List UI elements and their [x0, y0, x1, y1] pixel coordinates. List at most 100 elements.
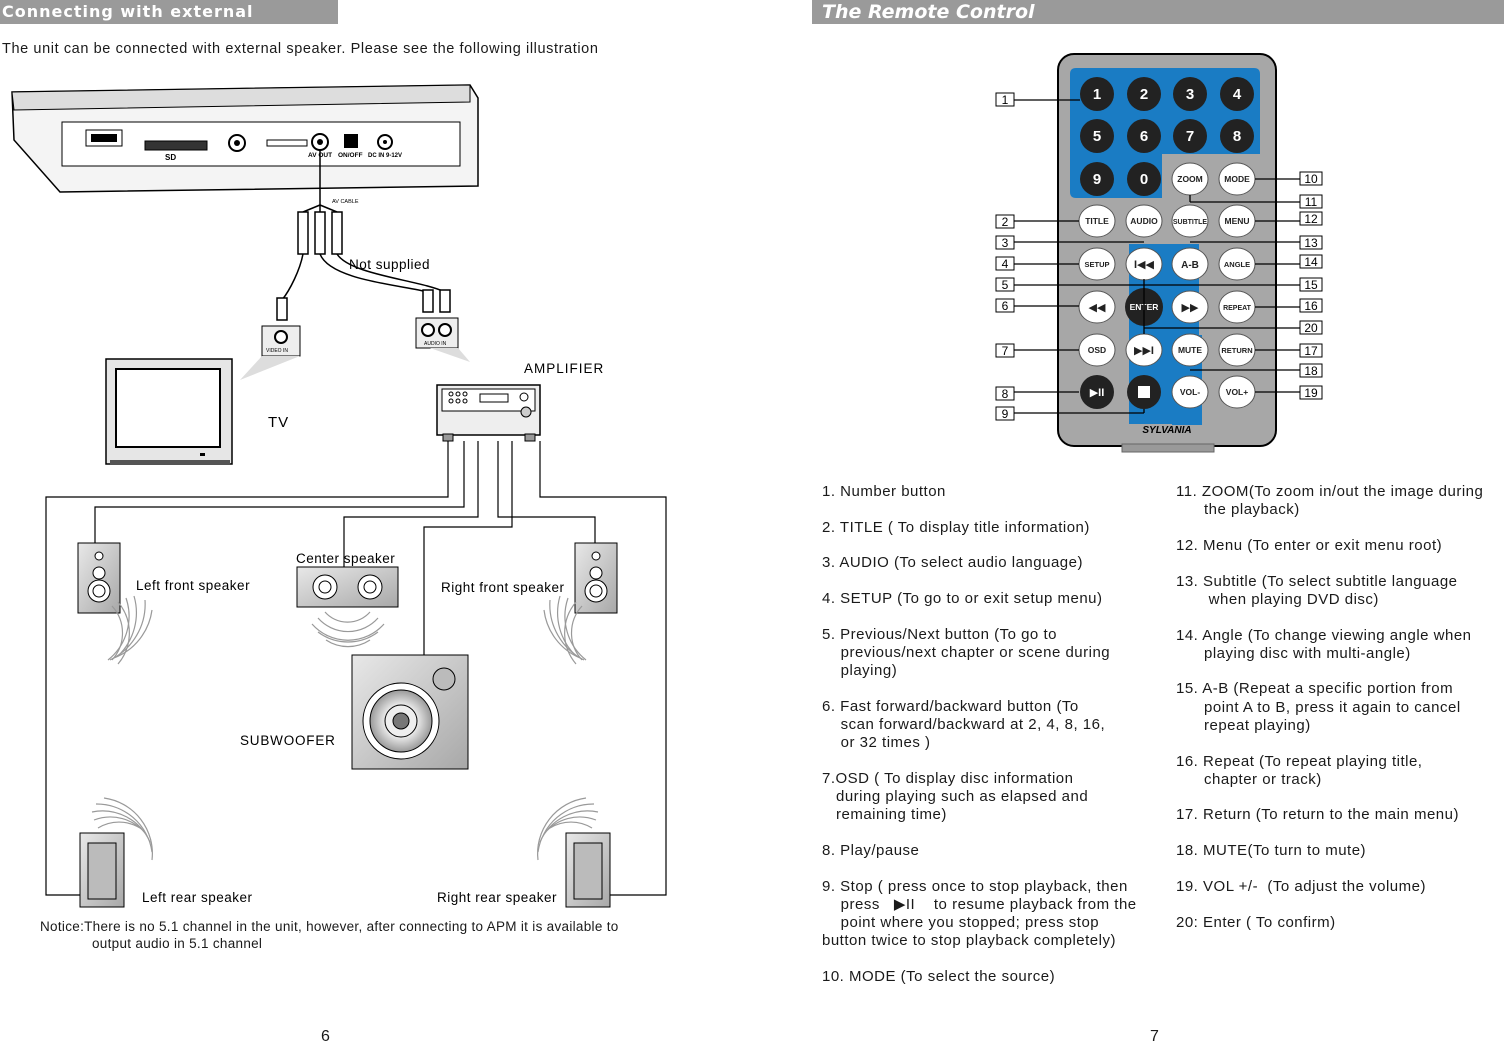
on-off-label: ON/OFF — [338, 152, 363, 159]
button-2[interactable]: 2 — [1127, 77, 1161, 111]
callout-2: 2 — [995, 214, 1015, 229]
callout-4: 4 — [995, 256, 1015, 271]
svg-text:MODE: MODE — [1224, 174, 1250, 184]
button-8[interactable]: 8 — [1220, 119, 1254, 153]
button-9[interactable]: 9 — [1080, 162, 1114, 196]
svg-text:3: 3 — [1002, 236, 1009, 250]
vol-minus-button[interactable]: VOL- — [1171, 375, 1209, 409]
not-supplied-label: Not supplied — [349, 257, 430, 272]
legend-item-13: 13. Subtitle (To select subtitle languag… — [1176, 572, 1458, 608]
setup-button[interactable]: SETUP — [1078, 247, 1116, 281]
audio-in-jacks: AUDIO IN — [415, 317, 459, 349]
previous-button[interactable]: I◀◀ — [1125, 247, 1163, 281]
audio-in-label: AUDIO IN — [424, 341, 447, 347]
legend-item-9: 9. Stop ( press once to stop playback, t… — [822, 877, 1137, 950]
callout-14: 14 — [1299, 254, 1323, 269]
dvd-player-panel: SD AV OUT ON/OFF DC IN 9-12V — [11, 84, 479, 193]
volume-slider — [266, 139, 308, 147]
legend-item-17: 17. Return (To return to the main menu) — [1176, 806, 1459, 824]
callout-7: 7 — [995, 343, 1015, 358]
mode-button[interactable]: MODE — [1218, 162, 1256, 196]
return-button[interactable]: RETURN — [1218, 333, 1256, 367]
callout-8: 8 — [995, 386, 1015, 401]
left-front-speaker-illustration — [77, 542, 153, 665]
audio-button[interactable]: AUDIO — [1125, 204, 1163, 238]
left-section-header: Connecting with external Speaker — [0, 0, 338, 45]
subtitle-button[interactable]: SUBTITLE — [1171, 204, 1209, 238]
angle-button[interactable]: ANGLE — [1218, 247, 1256, 281]
dc-in-label: DC IN 9-12V — [368, 153, 402, 159]
svg-text:ANGLE: ANGLE — [1224, 260, 1250, 269]
svg-text:A-B: A-B — [1181, 260, 1199, 271]
fast-forward-button[interactable]: ▶▶ — [1171, 290, 1209, 324]
svg-text:2: 2 — [1002, 215, 1009, 229]
vol-plus-button[interactable]: VOL+ — [1218, 375, 1256, 409]
button-5[interactable]: 5 — [1080, 119, 1114, 153]
left-intro-text: The unit can be connected with external … — [2, 41, 599, 57]
legend-item-3: 3. AUDIO (To select audio language) — [822, 554, 1083, 572]
subwoofer-illustration — [351, 654, 469, 770]
number-pad-area — [1070, 68, 1260, 198]
button-4[interactable]: 4 — [1220, 77, 1254, 111]
svg-text:REPEAT: REPEAT — [1223, 305, 1252, 312]
svg-text:AUDIO: AUDIO — [1130, 216, 1158, 226]
next-button[interactable]: ▶▶I — [1125, 333, 1163, 367]
stop-button[interactable] — [1127, 375, 1161, 409]
button-3[interactable]: 3 — [1173, 77, 1207, 111]
repeat-button[interactable]: REPEAT — [1218, 290, 1256, 324]
button-1[interactable]: 1 — [1080, 77, 1114, 111]
menu-button[interactable]: MENU — [1218, 204, 1256, 238]
callout-11: 11 — [1299, 194, 1323, 209]
svg-text:VOL-: VOL- — [1180, 387, 1200, 397]
number-buttons: 1 2 3 4 5 6 7 8 9 0 — [1080, 77, 1254, 196]
legend-item-12: 12. Menu (To enter or exit menu root) — [1176, 536, 1443, 554]
amplifier-label: AMPLIFIER — [524, 361, 604, 376]
speaker-wires — [45, 441, 667, 896]
svg-text:20: 20 — [1304, 321, 1318, 335]
svg-text:7: 7 — [1186, 128, 1194, 145]
left-rear-speaker-label: Left rear speaker — [142, 890, 253, 905]
callout-1: 1 — [995, 92, 1015, 107]
legend-column-right: 11. ZOOM(To zoom in/out the image during… — [1176, 483, 1510, 949]
fast-forward-icon: ▶▶ — [1182, 302, 1199, 314]
fast-backward-button[interactable]: ◀◀ — [1078, 290, 1116, 324]
button-7[interactable]: 7 — [1173, 119, 1207, 153]
svg-text:TITLE: TITLE — [1085, 216, 1109, 226]
legend-item-19: 19. VOL +/- (To adjust the volume) — [1176, 877, 1426, 895]
tv-label: TV — [268, 414, 289, 431]
av-cable-label: AV CABLE — [332, 199, 359, 205]
svg-text:13: 13 — [1304, 236, 1318, 250]
title-button[interactable]: TITLE — [1078, 204, 1116, 238]
svg-text:SUBTITLE: SUBTITLE — [1173, 219, 1208, 226]
svg-text:RETURN: RETURN — [1221, 346, 1252, 355]
svg-text:2: 2 — [1140, 86, 1148, 103]
callout-19: 19 — [1299, 385, 1323, 400]
video-in-label: VIDEO IN — [266, 348, 288, 354]
svg-text:8: 8 — [1002, 387, 1009, 401]
svg-text:6: 6 — [1140, 128, 1148, 145]
svg-text:5: 5 — [1002, 278, 1009, 292]
button-6[interactable]: 6 — [1127, 119, 1161, 153]
power-switch — [344, 134, 358, 148]
play-pause-button[interactable]: ▶II — [1080, 375, 1114, 409]
right-front-speaker-label: Right front speaker — [441, 580, 565, 595]
legend-item-8: 8. Play/pause — [822, 842, 920, 860]
amplifier-illustration — [436, 384, 541, 442]
button-0[interactable]: 0 — [1127, 162, 1161, 196]
svg-text:14: 14 — [1304, 255, 1318, 269]
connection-illustration: SD AV OUT ON/OFF DC IN 9-12V AV CABLE No… — [11, 84, 667, 908]
legend-item-11: 11. ZOOM(To zoom in/out the image during… — [1176, 483, 1484, 519]
ab-button[interactable]: A-B — [1171, 247, 1209, 281]
zoom-button[interactable]: ZOOM — [1171, 162, 1209, 196]
osd-button[interactable]: OSD — [1078, 333, 1116, 367]
mute-button[interactable]: MUTE — [1171, 333, 1209, 367]
legend-item-14: 14. Angle (To change viewing angle when … — [1176, 626, 1472, 662]
legend-column-left: 1. Number button 2. TITLE ( To display t… — [822, 483, 1162, 1004]
legend-item-18: 18. MUTE(To turn to mute) — [1176, 842, 1367, 860]
svg-text:0: 0 — [1140, 171, 1148, 188]
svg-text:9: 9 — [1002, 407, 1009, 421]
callout-10: 10 — [1299, 171, 1323, 186]
svg-text:4: 4 — [1233, 86, 1242, 103]
legend-item-4: 4. SETUP (To go to or exit setup menu) — [822, 590, 1103, 608]
legend-item-6: 6. Fast forward/backward button (To scan… — [822, 697, 1106, 752]
